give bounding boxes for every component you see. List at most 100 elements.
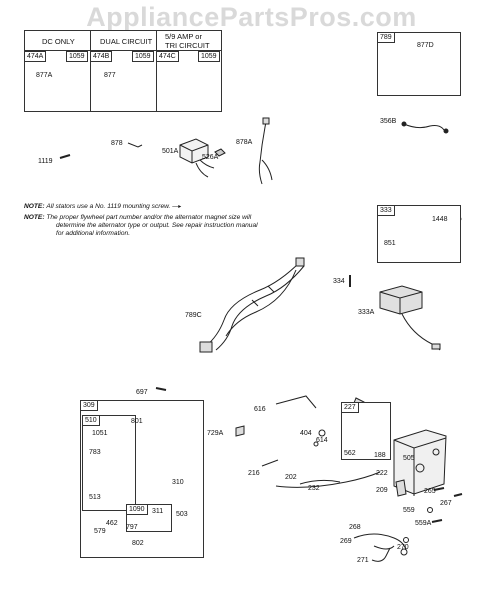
watermark: AppliancePartsPros.com xyxy=(86,2,417,32)
link-202-drawing xyxy=(299,479,341,485)
armature-333a-drawing xyxy=(379,285,441,351)
box-510 xyxy=(82,415,136,511)
label-801: 801 xyxy=(131,418,143,425)
throttle-269-drawing xyxy=(353,533,408,556)
label-797: 797 xyxy=(126,524,138,531)
label-270: 270 xyxy=(397,544,409,551)
part-878-drawing xyxy=(127,142,143,148)
label-269: 269 xyxy=(340,538,352,545)
label-877d: 877D xyxy=(417,42,434,49)
wire-356b-drawing xyxy=(401,121,449,134)
label-783: 783 xyxy=(89,449,101,456)
box-510-tag: 510 xyxy=(82,415,100,426)
cell-474b: 474B xyxy=(90,51,113,62)
screw-559a-drawing xyxy=(431,519,443,523)
screw-1119-drawing xyxy=(59,154,71,159)
screws-265-267 xyxy=(433,487,463,497)
label-503: 503 xyxy=(176,511,188,518)
clip-526a-drawing xyxy=(214,148,226,157)
note-2-label: NOTE: xyxy=(24,214,45,221)
box-333-tag: 333 xyxy=(377,205,395,216)
label-697: 697 xyxy=(136,389,148,396)
label-267: 267 xyxy=(440,500,452,507)
stator-table-hline xyxy=(24,50,222,51)
label-1051: 1051 xyxy=(92,430,108,437)
label-526a: 526A xyxy=(202,154,219,161)
box-1090-tag: 1090 xyxy=(126,504,148,515)
stator-table xyxy=(24,30,222,112)
cell-474a: 474A xyxy=(24,51,47,62)
label-216: 216 xyxy=(248,470,260,477)
label-1119: 1119 xyxy=(38,158,53,165)
label-462: 462 xyxy=(106,520,118,527)
label-268: 268 xyxy=(349,524,361,531)
label-232: 232 xyxy=(308,485,320,492)
header-tri-circuit: TRI CIRCUIT xyxy=(165,41,210,50)
label-614: 614 xyxy=(316,437,328,444)
cell-474c: 474C xyxy=(156,51,179,62)
stator-table-divider xyxy=(90,30,91,112)
label-851: 851 xyxy=(384,240,396,247)
link-616-drawing xyxy=(275,395,317,409)
label-877: 877 xyxy=(104,72,116,79)
note-2-line2-row: determine the alternator type or output.… xyxy=(56,222,258,230)
cell-1059-a: 1059 xyxy=(66,51,88,62)
label-1448: 1448 xyxy=(432,216,448,223)
note-2-line1: The proper flywheel part number and/or t… xyxy=(46,214,252,221)
washer-559-drawing xyxy=(427,507,433,513)
label-802: 802 xyxy=(132,540,144,547)
label-729a: 729A xyxy=(207,430,224,437)
washer-614-drawing xyxy=(313,441,319,447)
label-616: 616 xyxy=(254,406,266,413)
note-1-label: NOTE: xyxy=(24,203,45,210)
cable-232-drawing xyxy=(275,471,381,488)
label-209: 209 xyxy=(376,487,388,494)
label-222: 222 xyxy=(376,470,388,477)
label-877a: 877A xyxy=(36,72,53,79)
cell-1059-c: 1059 xyxy=(198,51,220,62)
nut-270-drawing xyxy=(403,537,409,543)
note-2-line3: for additional information. xyxy=(56,230,131,237)
label-878a: 878A xyxy=(236,139,253,146)
label-513: 513 xyxy=(89,494,101,501)
label-334: 334 xyxy=(333,278,345,285)
stator-table-divider xyxy=(156,30,157,112)
screw-icon: —▸ xyxy=(172,204,182,210)
screw-697-drawing xyxy=(155,387,167,391)
header-amp: 5/9 AMP or xyxy=(165,32,202,41)
label-188: 188 xyxy=(374,452,386,459)
wire-878a-drawing xyxy=(258,117,273,185)
label-559: 559 xyxy=(403,507,415,514)
label-789c: 789C xyxy=(185,312,202,319)
label-501a: 501A xyxy=(162,148,179,155)
label-311: 311 xyxy=(152,508,164,515)
label-310: 310 xyxy=(172,479,184,486)
nut-404-drawing xyxy=(318,429,326,437)
label-878: 878 xyxy=(111,140,123,147)
note-2-line2: determine the alternator type or output.… xyxy=(56,222,258,229)
harness-789c-drawing xyxy=(199,257,305,353)
label-562: 562 xyxy=(344,450,356,457)
clip-209-drawing xyxy=(395,479,407,497)
label-505: 505 xyxy=(403,455,415,462)
label-356b: 356B xyxy=(380,118,397,125)
note-1-text: All stators use a No. 1119 mounting scre… xyxy=(46,203,171,210)
label-265: 265 xyxy=(424,488,436,495)
rectifier-501a-drawing xyxy=(179,138,215,178)
bracket-188-drawing xyxy=(393,429,447,496)
label-559a: 559A xyxy=(415,520,432,527)
box-309-tag: 309 xyxy=(80,400,98,411)
label-202: 202 xyxy=(285,474,297,481)
bracket-729a-drawing xyxy=(235,425,245,437)
cell-1059-b: 1059 xyxy=(132,51,154,62)
box-227-tag: 227 xyxy=(341,402,359,413)
lever-271-drawing xyxy=(371,547,391,562)
header-dc-only: DC ONLY xyxy=(42,37,75,46)
header-dual-circuit: DUAL CIRCUIT xyxy=(100,37,153,46)
note-1: NOTE: All stators use a No. 1119 mountin… xyxy=(24,203,181,211)
note-2: NOTE: The proper flywheel part number an… xyxy=(24,214,251,222)
note-2-line3-row: for additional information. xyxy=(56,230,130,238)
label-579: 579 xyxy=(94,528,106,535)
box-789-tag: 789 xyxy=(377,32,395,43)
label-404: 404 xyxy=(300,430,312,437)
